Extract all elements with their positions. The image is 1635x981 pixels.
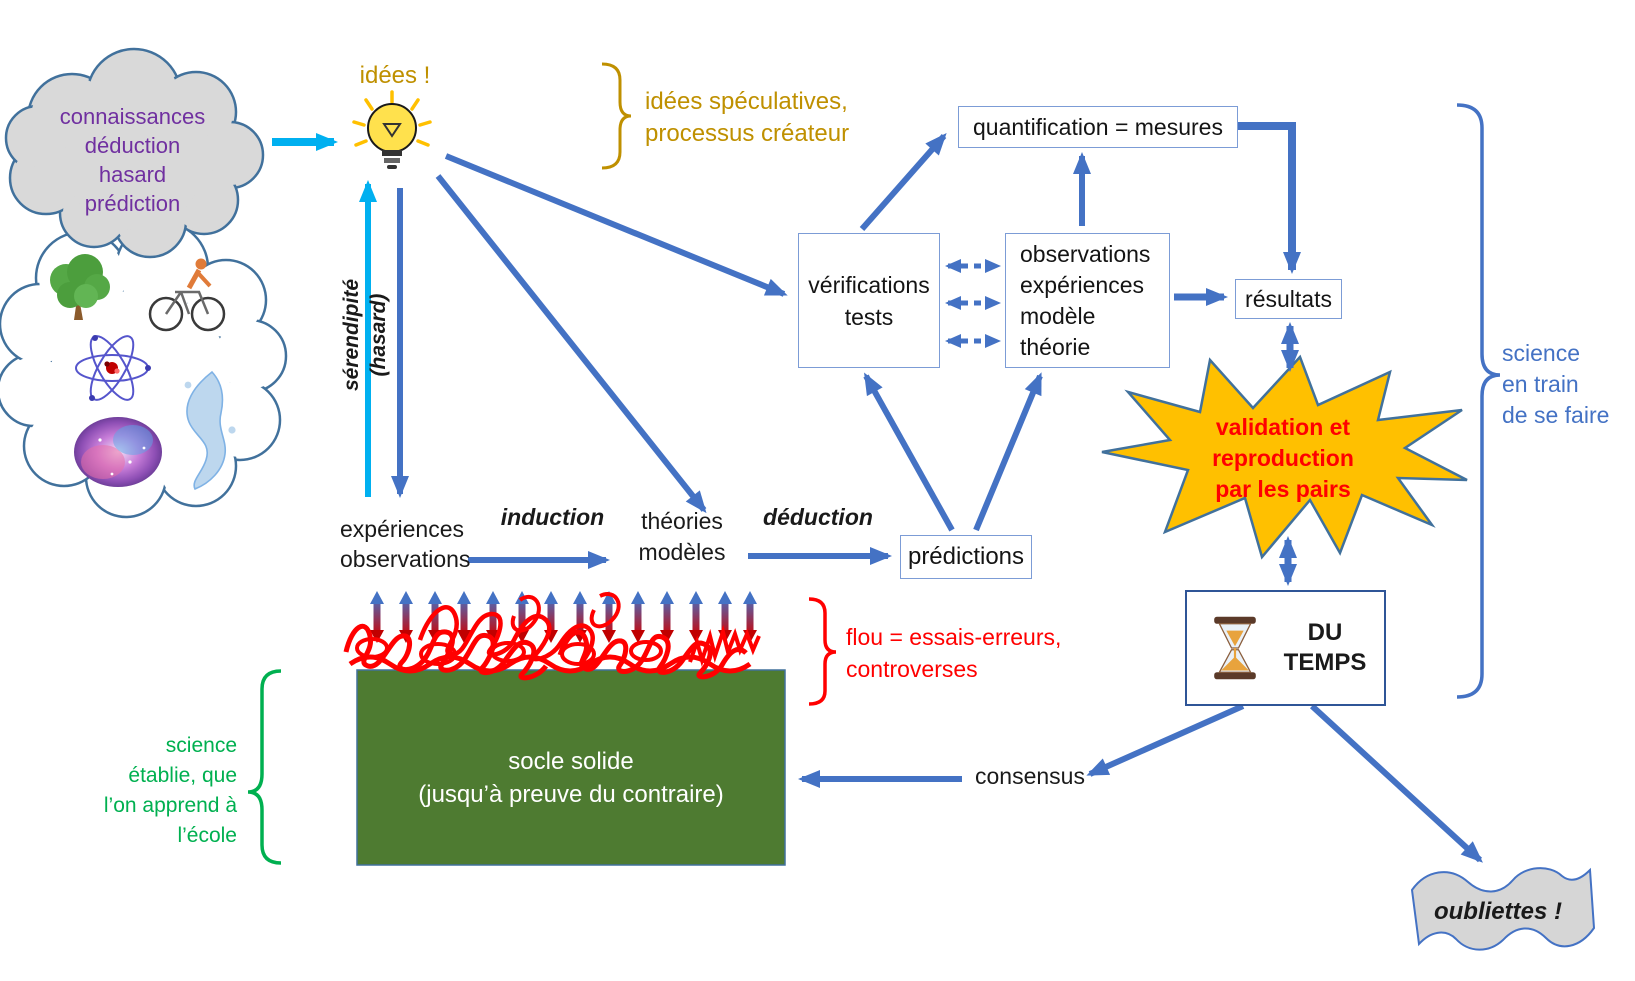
knowledge-cloud-label: connaissances déduction hasard prédictio… <box>59 104 206 216</box>
flou-note: flou = essais-erreurs, controverses <box>846 624 1062 682</box>
serendipity-label: sérendipité (hasard) <box>340 278 391 392</box>
nebula-icon <box>74 417 162 487</box>
du-temps-box: DU TEMPS <box>1185 590 1386 706</box>
experiences-label: expériences observations <box>340 516 471 572</box>
observations-box: observations expériences modèle théorie <box>1005 233 1170 368</box>
science-etablie-note: science établie, que l’on apprend à l’éc… <box>103 734 237 847</box>
science-en-train-note: science en train de se faire <box>1502 340 1610 428</box>
arrow-temps-to-consensus <box>1086 703 1245 777</box>
arrow-predictions-to-verifications <box>863 372 955 532</box>
du-temps-label: DU TEMPS <box>1283 619 1367 676</box>
water-icon <box>184 370 236 491</box>
arrow-verifications-to-quantification <box>859 132 947 231</box>
blue-brace <box>1456 103 1501 699</box>
oubliettes-label: oubliettes ! <box>1433 898 1562 925</box>
arrow-idea-to-theories <box>435 174 707 514</box>
deduction-label: déduction <box>763 504 873 530</box>
connectors <box>272 122 1483 863</box>
quantification-box: quantification = mesures <box>958 106 1238 148</box>
socle-rect <box>356 669 786 866</box>
red-brace <box>808 597 837 706</box>
arrow-idea-to-verifications <box>444 153 788 297</box>
scribbles <box>343 592 761 681</box>
speculative-note: idées spéculatives, processus créateur <box>645 88 850 147</box>
starburst-label: validation et reproduction par les pairs <box>1212 414 1354 502</box>
theories-label: théories modèles <box>638 508 726 565</box>
idea-label: idées ! <box>359 62 431 89</box>
arrow-predictions-to-observations <box>973 372 1043 532</box>
starburst-shape <box>1101 354 1468 560</box>
knowledge-cloud <box>4 47 265 259</box>
resultats-box: résultats <box>1235 279 1342 319</box>
atom-icon <box>75 335 151 401</box>
nature-cloud <box>0 220 288 519</box>
green-brace <box>247 669 282 865</box>
induction-label: induction <box>500 504 605 530</box>
arrow-temps-to-oubliettes <box>1309 703 1483 863</box>
oubliettes-shape <box>1410 867 1596 951</box>
exchange-arrows <box>370 591 757 643</box>
socle-label: socle solide (jusqu’à preuve du contrair… <box>418 748 724 808</box>
lightbulb-icon <box>352 90 432 169</box>
cyclist-icon <box>148 258 226 332</box>
connector-quantification-to-resultats <box>1238 122 1301 274</box>
verifications-box: vérifications tests <box>798 233 940 368</box>
gold-brace <box>601 62 632 170</box>
tree-icon <box>50 254 110 320</box>
consensus-label: consensus <box>975 763 1085 789</box>
hourglass-icon <box>1214 616 1256 680</box>
predictions-box: prédictions <box>900 535 1032 579</box>
